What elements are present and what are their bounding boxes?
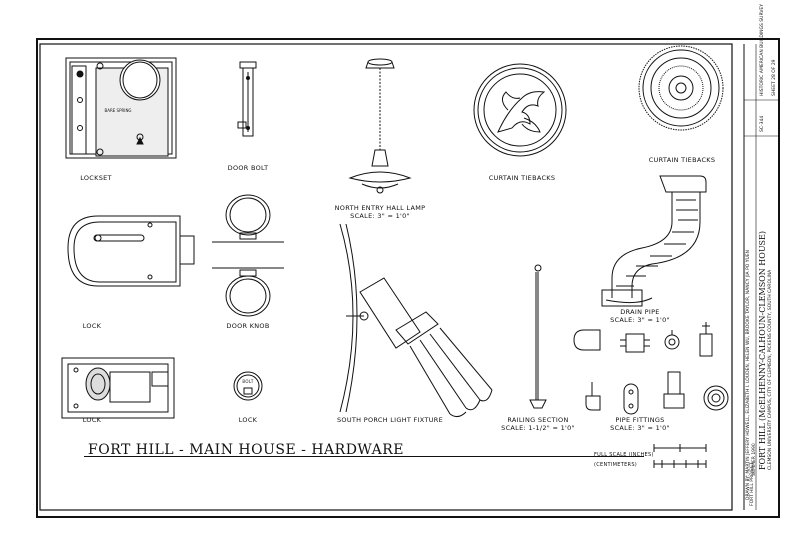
inner-frame — [39, 43, 733, 511]
porch-light-drawing — [339, 223, 493, 418]
label-hall-lamp: NORTH ENTRY HALL LAMP SCALE: 3" = 1'0" — [335, 204, 426, 220]
hall-lamp-scale: SCALE: 3" = 1'0" — [350, 212, 410, 220]
drain-pipe-scale: SCALE: 3" = 1'0" — [610, 316, 670, 324]
railing-title: RAILING SECTION — [507, 416, 569, 424]
lockset-drawing — [65, 57, 177, 159]
door-bolt-drawing — [237, 61, 257, 137]
scale-bars — [653, 444, 707, 468]
label-drain-pipe: DRAIN PIPE SCALE: 3" = 1'0" — [610, 308, 670, 324]
label-lock-3: LOCK — [238, 416, 258, 424]
hall-lamp-title: NORTH ENTRY HALL LAMP — [334, 204, 426, 212]
drawing-title: FORT HILL - MAIN HOUSE - HARDWARE — [88, 442, 404, 458]
curtain-tieback-round-drawing — [638, 45, 724, 131]
drawing-sheet-border — [36, 38, 780, 518]
title-block-year: SUMMER 1990 — [752, 443, 757, 476]
label-porch-light: SOUTH PORCH LIGHT FIXTURE — [337, 416, 443, 424]
label-pipe-fittings: PIPE FITTINGS SCALE: 3" = 1'0" — [610, 416, 670, 432]
lock-3-drawing — [233, 371, 263, 401]
small-lock-text: BOLT — [242, 379, 254, 384]
pipe-fittings-scale: SCALE: 3" = 1'0" — [610, 424, 670, 432]
label-railing-section: RAILING SECTION SCALE: 1-1/2" = 1'0" — [501, 416, 575, 432]
title-block-survey: HISTORIC AMERICAN BUILDINGS SURVEY — [760, 3, 765, 96]
title-underline — [84, 456, 644, 457]
full-scale-label: FULL SCALE (INCHES) — [594, 452, 654, 458]
title-block-sheet: SHEET 28 OF 29 — [772, 59, 777, 96]
pipe-fittings-title: PIPE FITTINGS — [615, 416, 665, 424]
label-door-bolt: DOOR BOLT — [227, 164, 269, 172]
title-block-location: CLEMSON UNIVERSITY CAMPUS, CITY OF CLEMS… — [768, 269, 773, 470]
railing-scale: SCALE: 1-1/2" = 1'0" — [501, 424, 575, 432]
label-door-knob: DOOR KNOB — [226, 322, 270, 330]
railing-section-drawing — [529, 264, 547, 409]
svg-text:BARE SPRING: BARE SPRING — [104, 108, 131, 113]
centimeters-label: (CENTIMETERS) — [594, 462, 638, 468]
label-curtain-tiebacks-rosette: CURTAIN TIEBACKS — [488, 174, 556, 182]
label-curtain-tiebacks-round: CURTAIN TIEBACKS — [648, 156, 716, 164]
lock-2-drawing — [61, 357, 175, 419]
lock-1-drawing — [67, 215, 195, 287]
drain-pipe-drawing — [601, 175, 707, 307]
title-block-main: FORT HILL (McELHENNY-CALHOUN-CLEMSON HOU… — [758, 231, 767, 470]
drain-pipe-title: DRAIN PIPE — [620, 308, 660, 316]
curtain-tieback-rosette-drawing — [473, 63, 567, 157]
hall-lamp-drawing — [348, 58, 412, 194]
title-block-number: SC-344 — [760, 115, 765, 132]
door-knob-drawing — [212, 194, 284, 317]
label-lock-1: LOCK — [82, 322, 102, 330]
pipe-fittings-drawing — [573, 322, 729, 415]
label-lockset: LOCKSET — [80, 174, 112, 182]
label-lock-2: LOCK — [82, 416, 102, 424]
